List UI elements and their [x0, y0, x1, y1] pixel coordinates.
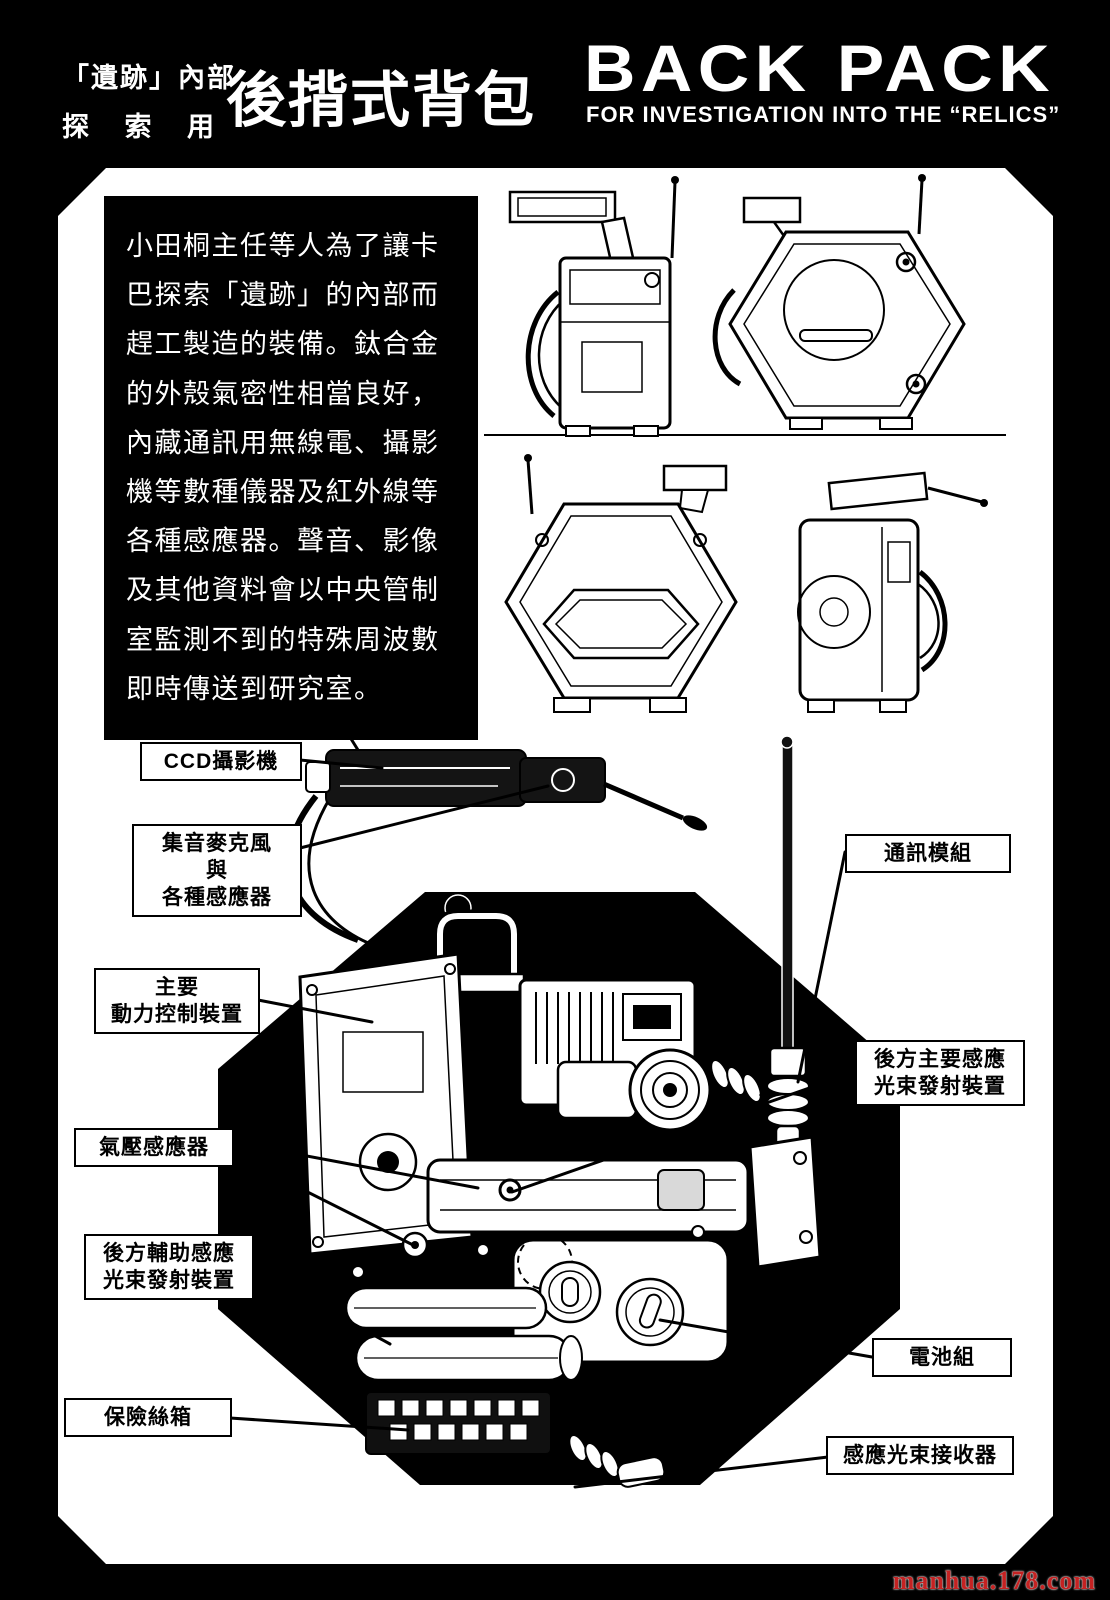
label-line: 後方輔助感應 — [103, 1242, 235, 1265]
description-line: 巴探索「遺跡」的內部而 — [126, 280, 440, 311]
watermark: manhua.178.com — [892, 1566, 1096, 1595]
label-line: 光束發射裝置 — [103, 1269, 235, 1292]
fuse-box-strip — [365, 1391, 552, 1455]
description-line: 的外殼氣密性相當良好， — [126, 378, 440, 409]
label-line: 感應光束接收器 — [843, 1444, 997, 1467]
label-line: 氣壓感應器 — [99, 1136, 209, 1159]
description-line: 趕工製造的裝備。鈦合金 — [126, 329, 440, 360]
label-mic-and-sensors: 集音麥克風 與 各種感應器 — [132, 824, 302, 917]
label-rear-aux-sensor: 後方輔助感應 光束發射裝置 — [84, 1234, 254, 1300]
label-line: 動力控制裝置 — [111, 1003, 243, 1026]
page-subtitle-en: FOR INVESTIGATION INTO THE “RELICS” — [586, 102, 1061, 127]
label-line: 光束發射裝置 — [874, 1075, 1006, 1098]
description-line: 小田桐主任等人為了讓卡 — [126, 231, 440, 261]
page-title-cjk: 後揹式背包 — [226, 67, 536, 134]
label-air-pressure-sensor: 氣壓感應器 — [74, 1128, 234, 1167]
description-line: 內藏通訊用無線電、攝影 — [126, 427, 440, 458]
label-comm-module: 通訊模組 — [845, 834, 1011, 873]
description-line: 室監測不到的特殊周波數 — [126, 624, 440, 655]
header-tag-line2: 探 索 用 — [62, 112, 229, 142]
page-title-en: BACK PACK — [584, 31, 1055, 105]
backpack-view-bottom-left — [504, 454, 738, 713]
header-tag-line1: 「遺跡」內部 — [62, 63, 236, 93]
label-line: 電池組 — [909, 1346, 975, 1369]
backpack-view-top-left — [508, 176, 679, 437]
backpack-view-top-right — [712, 174, 966, 430]
description-line: 即時傳送到研究室。 — [126, 673, 383, 704]
label-line: 集音麥克風 — [162, 832, 272, 855]
ccd-camera-assembly — [305, 733, 708, 831]
label-ccd-camera: CCD攝影機 — [140, 742, 302, 781]
label-line: 保險絲箱 — [104, 1406, 192, 1429]
mid-beam-emitter-bar — [426, 1158, 750, 1234]
label-line: 與 — [206, 859, 228, 882]
label-line: 各種感應器 — [162, 886, 272, 909]
aux-sensor-node — [401, 1231, 429, 1259]
right-bracket — [748, 1135, 822, 1269]
label-main-power-control: 主要 動力控制裝置 — [94, 968, 260, 1034]
label-rear-main-sensor: 後方主要感應 光束發射裝置 — [855, 1040, 1025, 1106]
description-box: 小田桐主任等人為了讓卡 巴探索「遺跡」的內部而 趕工製造的裝備。鈦合金 的外殼氣… — [104, 196, 478, 740]
label-line: 通訊模組 — [884, 842, 972, 865]
label-line: 後方主要感應 — [874, 1048, 1006, 1071]
description-line: 機等數種儀器及紅外線等 — [126, 477, 440, 508]
description-line: 各種感應器。聲音、影像 — [126, 526, 440, 557]
header-tag: 「遺跡」內部 探 索 用 — [62, 56, 236, 144]
label-battery-pack: 電池組 — [872, 1338, 1012, 1377]
label-line: CCD攝影機 — [163, 750, 279, 773]
comm-antenna-rod — [780, 735, 794, 1053]
description-line: 及其他資料會以中央管制 — [126, 575, 440, 606]
label-line: 主要 — [155, 976, 199, 999]
backpack-view-bottom-right — [797, 471, 988, 713]
label-fuse-box: 保險絲箱 — [64, 1398, 232, 1437]
orthographic-views-drawing — [484, 174, 1006, 713]
label-beam-receiver: 感應光束接收器 — [826, 1436, 1014, 1475]
